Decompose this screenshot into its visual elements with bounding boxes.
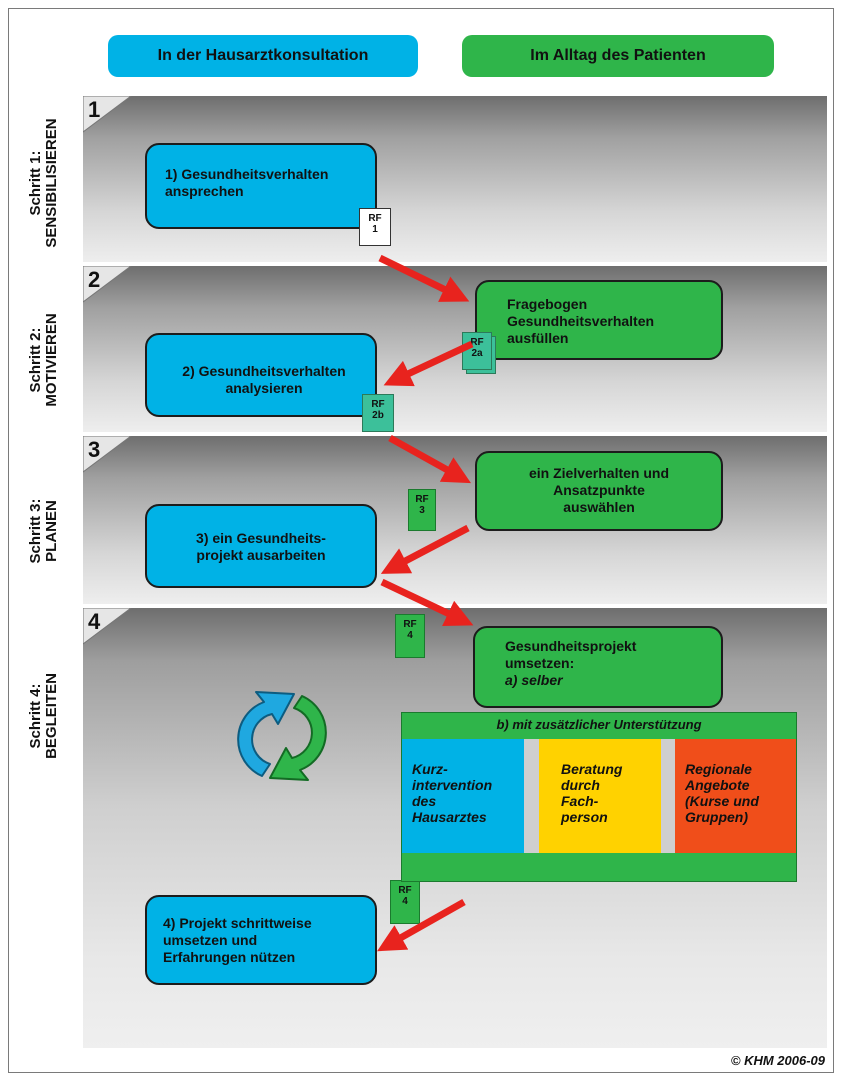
header-consultation: In der Hausarztkonsultation (108, 35, 418, 77)
red-arrow-icon (388, 434, 472, 484)
red-arrow-icon (377, 898, 466, 952)
step-number-3: 3 (88, 437, 101, 462)
step-tab-4 (83, 608, 132, 645)
copyright: © KHM 2006-09 (730, 1053, 825, 1068)
red-arrow-icon (378, 254, 470, 302)
step-tab-3 (83, 436, 132, 473)
support-panel: b) mit zusätzlicher Unterstützung Kurz-i… (401, 712, 797, 882)
step-tab-1 (83, 96, 132, 133)
header-patient-daily-life: Im Alltag des Patienten (462, 35, 774, 77)
box-develop-health-project: 3) ein Gesundheits-projekt ausarbeiten (145, 504, 377, 588)
step-tab-2 (83, 266, 132, 303)
support-panel-title: b) mit zusätzlicher Unterstützung (496, 717, 702, 732)
step-number-4: 4 (88, 609, 101, 634)
cycle-arrows-icon (237, 691, 327, 781)
red-arrow-icon (380, 578, 474, 627)
step-number-1: 1 (88, 97, 101, 122)
step-number-2: 2 (88, 267, 101, 292)
red-arrow-icon (383, 340, 474, 387)
red-arrow-icon (380, 524, 470, 574)
